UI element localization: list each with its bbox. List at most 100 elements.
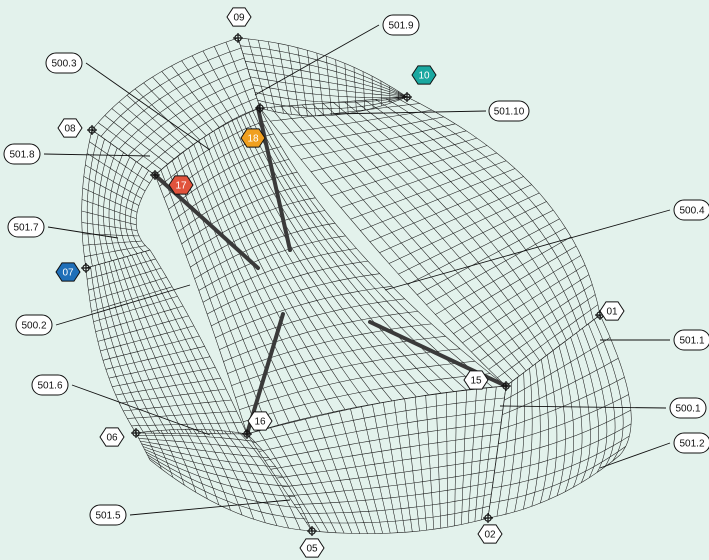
- mesh-line: [393, 400, 413, 532]
- mesh-line: [104, 115, 168, 165]
- hexagon-shape: [477, 524, 503, 544]
- mesh-line: [235, 348, 461, 398]
- mesh-line: [414, 396, 427, 531]
- mesh-line: [425, 395, 435, 530]
- node-marker: [242, 429, 252, 439]
- hexagon-shape: [55, 262, 81, 282]
- mesh-line: [161, 71, 214, 132]
- mesh-line: [487, 454, 621, 519]
- callout-text: 501.7: [13, 223, 38, 234]
- node-label-text: 05: [306, 544, 318, 555]
- mesh-line: [185, 197, 316, 256]
- mesh-line: [236, 117, 429, 396]
- mesh-line: [218, 127, 381, 404]
- mesh-line: [92, 138, 105, 265]
- mesh-line: [160, 169, 258, 432]
- mesh-line: [307, 50, 316, 116]
- node-label-text: 15: [470, 376, 482, 387]
- mesh-line: [245, 61, 408, 98]
- mesh-line: [246, 433, 313, 532]
- callout-text: 501.5: [95, 511, 120, 522]
- mesh-line: [335, 59, 341, 115]
- hexagon-shape: [57, 118, 83, 138]
- callout-bubble: [673, 432, 709, 454]
- node-label-08: 08: [57, 118, 83, 138]
- callout-leader: [384, 209, 671, 291]
- callout-leader: [129, 499, 291, 516]
- mesh-line: [316, 53, 324, 116]
- mesh-line: [100, 47, 242, 137]
- mesh-line: [258, 40, 276, 112]
- mesh-line: [134, 88, 194, 145]
- mesh-center: [154, 107, 507, 435]
- callout-text: 500.2: [21, 321, 46, 332]
- mesh-line: [168, 146, 282, 210]
- node-label-text: 08: [64, 124, 76, 135]
- mesh-line: [540, 359, 549, 504]
- callout-leader: [329, 110, 487, 115]
- mesh-line: [277, 43, 292, 115]
- mesh-line: [523, 368, 533, 510]
- mesh-line: [490, 446, 626, 504]
- node-label-15: 15: [463, 370, 489, 390]
- mesh-line: [494, 423, 632, 474]
- hexagon-shape: [99, 427, 125, 447]
- mesh-line: [125, 165, 143, 254]
- mesh-line: [371, 76, 374, 109]
- mesh-line: [81, 129, 93, 269]
- mesh-line: [202, 50, 240, 118]
- mesh-line: [91, 37, 239, 131]
- rib-line: [256, 106, 292, 252]
- node-label-06: 06: [99, 427, 125, 447]
- mesh-line: [354, 100, 567, 341]
- hexagon-shape: [240, 128, 266, 148]
- hexagon-shape: [599, 301, 625, 321]
- node-label-text: 18: [247, 134, 259, 145]
- mesh-layer: [81, 37, 632, 534]
- node-label-text: 06: [106, 433, 118, 444]
- callout-bubble: [669, 397, 707, 419]
- callout-bubble: [7, 216, 45, 238]
- mesh-line: [142, 446, 283, 477]
- callout-text: 501.6: [37, 381, 62, 392]
- mesh-line: [305, 418, 353, 534]
- mesh-line: [593, 319, 624, 462]
- mesh-line: [404, 398, 420, 532]
- mesh-line: [118, 67, 248, 150]
- mesh-line: [564, 341, 583, 488]
- callout-text: 501.8: [9, 150, 34, 161]
- node-label-18: 18: [240, 128, 266, 148]
- node-label-17: 17: [168, 175, 194, 195]
- node-label-02: 02: [477, 524, 503, 544]
- node-label-text: 17: [175, 181, 187, 192]
- callout-leader: [499, 405, 667, 409]
- mesh-line: [181, 60, 227, 125]
- mesh-line: [339, 411, 376, 534]
- mesh-line: [353, 67, 357, 113]
- mesh-line: [219, 298, 405, 350]
- mesh-left: [81, 129, 156, 269]
- hexagon-shape: [168, 175, 194, 195]
- callout-text: 501.1: [679, 336, 704, 347]
- mesh-line: [239, 432, 301, 530]
- mesh-line: [364, 99, 574, 336]
- mesh-right: [259, 96, 601, 387]
- mesh-line: [171, 65, 220, 128]
- mesh-line: [282, 457, 497, 488]
- mesh-line: [435, 393, 442, 529]
- mesh-line: [361, 406, 391, 534]
- mesh-line: [114, 156, 131, 258]
- mesh-line: [103, 147, 118, 261]
- mesh-line: [375, 99, 581, 331]
- callout-bubble: [3, 143, 41, 165]
- mesh-line: [385, 98, 587, 326]
- mesh-bottom: [246, 385, 507, 534]
- mesh-line: [383, 402, 406, 533]
- callout-leader: [85, 62, 211, 151]
- mesh-line: [211, 273, 380, 327]
- mesh-line: [237, 37, 408, 98]
- mesh-line: [147, 454, 301, 508]
- mesh-line: [474, 387, 487, 522]
- callout-bubble: [673, 199, 709, 221]
- mesh-line: [159, 120, 267, 187]
